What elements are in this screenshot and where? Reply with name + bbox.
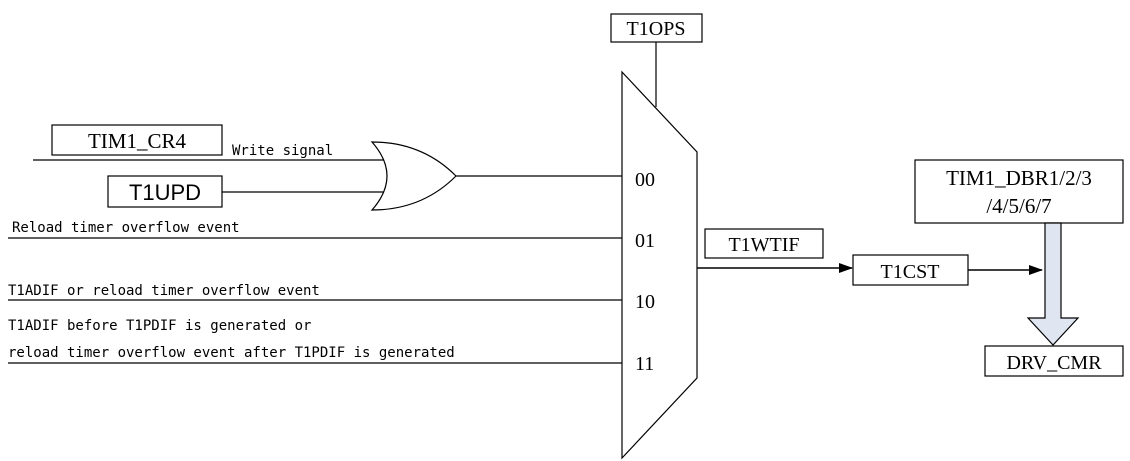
t1adif-or-reload-label: T1ADIF or reload timer overflow event bbox=[8, 283, 320, 299]
t1upd-box bbox=[107, 175, 223, 208]
mux-input-01: 01 bbox=[635, 230, 655, 252]
t1wtif-box bbox=[704, 228, 824, 259]
reload-overflow-label: Reload timer overflow event bbox=[12, 220, 240, 236]
mux-input-11: 11 bbox=[635, 353, 654, 375]
tim1-cr4-label: TIM1_CR4 bbox=[88, 129, 187, 153]
tim1-dbr-label-2: /4/5/6/7 bbox=[986, 194, 1051, 218]
t1adif-before-label-1: T1ADIF before T1PDIF is generated or bbox=[8, 318, 311, 334]
t1ops-box bbox=[610, 13, 703, 43]
or-gate bbox=[370, 141, 457, 211]
t1ops-label: T1OPS bbox=[627, 18, 686, 40]
tim1-dbr-label-1: TIM1_DBR1/2/3 bbox=[946, 166, 1092, 190]
tim1-dbr-box bbox=[914, 159, 1124, 224]
tim1-cr4-box bbox=[51, 124, 223, 156]
write-signal-label: Write signal bbox=[232, 143, 333, 159]
drv-cmr-label: DRV_CMR bbox=[1006, 352, 1102, 374]
multiplexer bbox=[621, 70, 698, 460]
mux-input-10: 10 bbox=[635, 291, 655, 313]
dbr-to-drv-cmr-arrow bbox=[1026, 222, 1080, 346]
drv-cmr-box bbox=[984, 345, 1124, 377]
mux-input-00: 00 bbox=[635, 169, 655, 191]
t1wtif-label: T1WTIF bbox=[728, 234, 799, 256]
t1upd-label: T1UPD bbox=[129, 180, 201, 205]
t1cst-label: T1CST bbox=[881, 261, 940, 283]
t1adif-before-label-2: reload timer overflow event after T1PDIF… bbox=[8, 345, 455, 361]
